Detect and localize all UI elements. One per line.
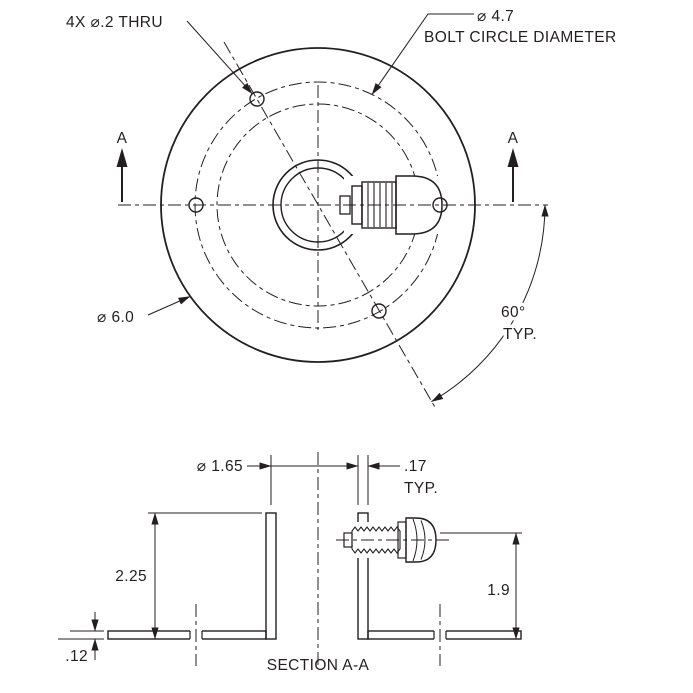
bolt-circle-leader — [371, 13, 474, 95]
flange-height-label: 2.25 — [115, 568, 147, 585]
tube-diameter-label: ⌀ 1.65 — [197, 458, 243, 475]
fitting-cap-curve — [420, 520, 426, 560]
section-marker-right-label: A — [508, 130, 519, 147]
bolt-circle-caption-label: BOLT CIRCLE DIAMETER — [424, 29, 617, 46]
dimension-wall-thickness: .17 TYP. — [367, 455, 441, 505]
section-arrow-head — [116, 148, 128, 167]
section-view: ⌀ 1.65 .17 TYP. 2.25 1.9 .12 — [58, 452, 522, 674]
dimension-base-thickness: .12 — [58, 612, 104, 669]
wall-thickness-typ-label: TYP. — [404, 480, 438, 497]
base-plate-left — [107, 630, 267, 640]
section-cut-arrow-right: A — [507, 130, 519, 202]
dimension-flange-height: 2.25 — [112, 512, 262, 640]
holes-note-leader — [186, 20, 253, 95]
angle-dimension-arc — [431, 204, 549, 403]
section-cut-arrow-left: A — [116, 130, 128, 202]
tube-wall-left — [265, 512, 277, 640]
section-centerlines — [195, 452, 450, 668]
fitting-height-label: 1.9 — [487, 582, 510, 599]
tube-wall-right — [357, 512, 369, 640]
base-thickness-label: .12 — [65, 648, 88, 665]
angle-value-label: 60° — [501, 304, 526, 321]
holes-note-label: 4X ⌀.2 THRU — [66, 14, 163, 31]
top-view-centerlines — [118, 41, 548, 410]
bolt-hole — [371, 303, 387, 319]
wall-thickness-label: .17 — [404, 458, 427, 475]
fitting-barbed-shaft — [351, 526, 401, 554]
dimension-fitting-height: 1.9 — [440, 532, 522, 640]
dimension-tube-diameter: ⌀ 1.65 — [193, 455, 359, 505]
diagonal-centerline — [223, 41, 437, 410]
outer-diameter-leader — [147, 296, 191, 316]
section-title: SECTION A-A — [267, 657, 370, 674]
bolt-hole — [249, 91, 265, 107]
bolt-circle-diameter-label: ⌀ 4.7 — [477, 8, 514, 25]
bolt-hole — [188, 197, 204, 213]
top-view: A A 60° TYP. 4X ⌀.2 THRU ⌀ 4.7 BOLT CIRC… — [66, 8, 617, 410]
outer-diameter-label: ⌀ 6.0 — [97, 309, 134, 326]
section-arrow-head — [507, 148, 519, 167]
angle-typ-label: TYP. — [503, 326, 537, 343]
section-marker-left-label: A — [117, 130, 128, 147]
